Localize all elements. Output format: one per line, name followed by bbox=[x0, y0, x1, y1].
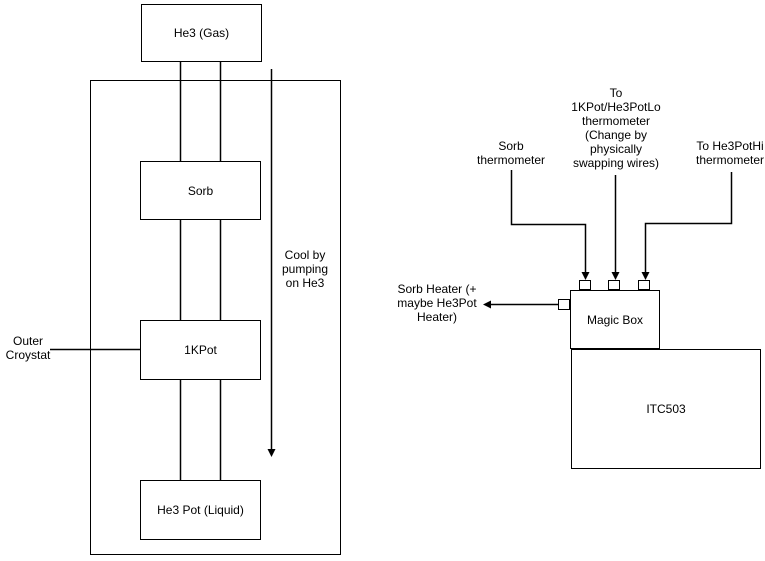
hi-thermometer-wire bbox=[641, 172, 733, 280]
port-sorb-thermometer bbox=[579, 280, 591, 290]
he3-gas-label: He3 (Gas) bbox=[173, 26, 230, 40]
lo-thermometer-label: To 1KPot/He3PotLo thermometer (Change by… bbox=[571, 86, 661, 170]
itc503-label: ITC503 bbox=[646, 402, 686, 416]
outer-croystat-rect bbox=[90, 80, 341, 555]
onekpot-box: 1KPot bbox=[140, 320, 261, 380]
onekpot-label: 1KPot bbox=[184, 343, 217, 357]
sorb-box: Sorb bbox=[140, 161, 261, 220]
outer-croystat-label: Outer Croystat bbox=[5, 334, 51, 362]
sorb-heater-label: Sorb Heater (+ maybe He3Pot Heater) bbox=[397, 282, 477, 324]
he3-pot-label: He3 Pot (Liquid) bbox=[157, 503, 244, 517]
magic-box: Magic Box bbox=[570, 290, 660, 349]
hi-thermometer-label: To He3PotHi thermometer bbox=[695, 139, 765, 167]
port-hi-thermometer bbox=[638, 280, 650, 290]
he3-gas-box: He3 (Gas) bbox=[141, 4, 262, 62]
he3-pot-box: He3 Pot (Liquid) bbox=[140, 480, 261, 540]
port-lo-thermometer bbox=[608, 280, 620, 290]
sorb-label: Sorb bbox=[187, 183, 214, 198]
sorb-thermometer-wire bbox=[510, 170, 590, 280]
port-sorb-heater bbox=[558, 299, 570, 310]
itc503-box: ITC503 bbox=[571, 349, 761, 469]
magic-box-label: Magic Box bbox=[586, 312, 644, 327]
cool-pumping-note: Cool by pumping on He3 bbox=[281, 248, 329, 290]
sorb-thermometer-label: Sorb thermometer bbox=[476, 139, 546, 167]
